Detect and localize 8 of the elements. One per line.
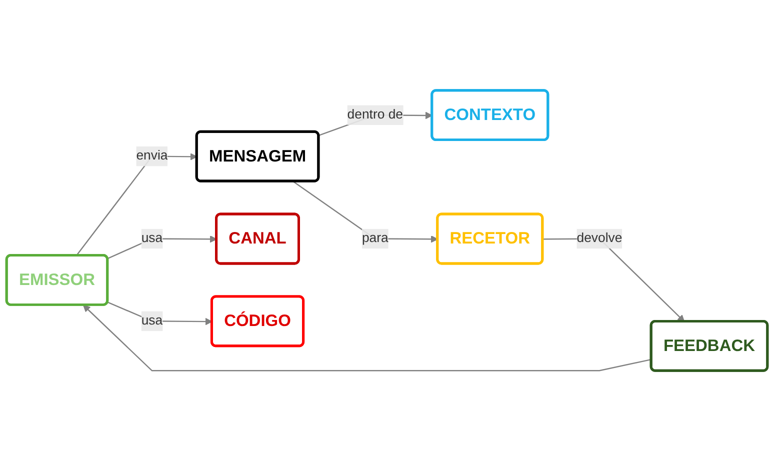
edge-label: usa [141,314,163,328]
edge-label: envia [136,148,168,163]
edge-label: devolve [576,231,622,246]
edge-label: dentro de [347,108,404,122]
edge-label: para [362,231,388,246]
arrow [76,153,198,256]
arrow [82,304,652,372]
edge-label: usa [141,231,163,246]
